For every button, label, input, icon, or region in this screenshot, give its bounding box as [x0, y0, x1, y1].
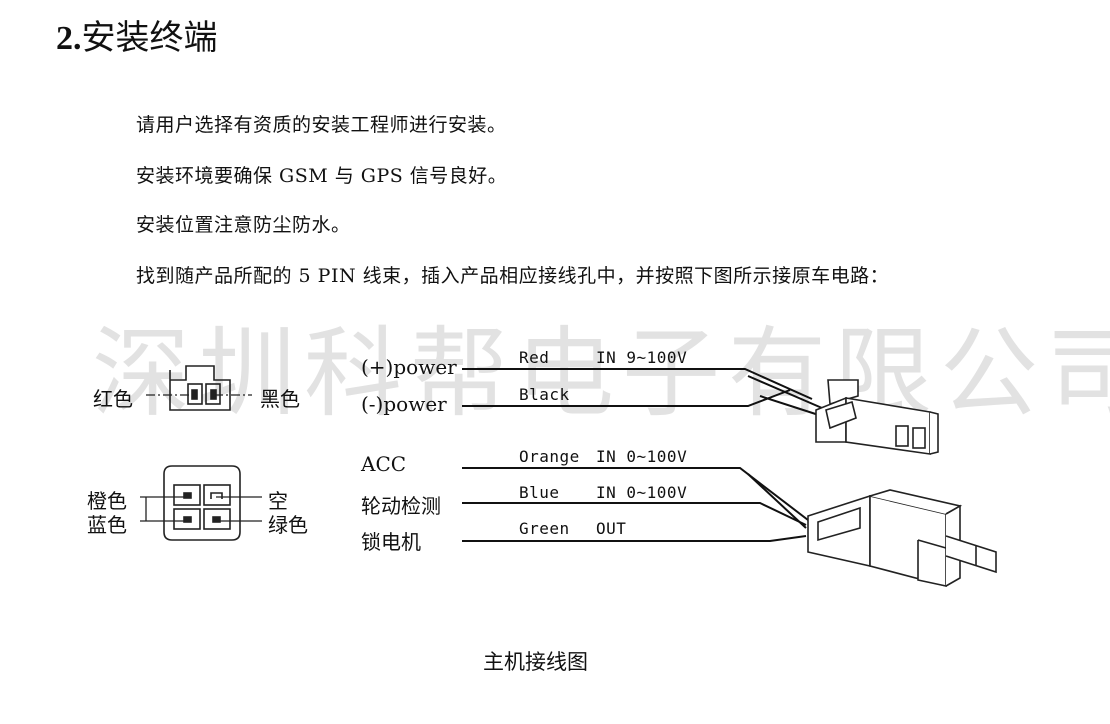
power-connector-face — [169, 365, 231, 411]
negative-power-label: (-)power — [361, 392, 447, 416]
red-wire-spec: IN 9~100V — [596, 348, 688, 367]
green-wire-color: Green — [519, 519, 570, 538]
green-pin-label: 绿色 — [268, 513, 308, 537]
section-number: 2. — [56, 20, 82, 57]
red-color-label: 红色 — [93, 387, 133, 411]
power-plug — [815, 379, 939, 455]
acc-label: ACC — [361, 452, 407, 476]
instruction-line-1: 请用户选择有资质的安装工程师进行安装。 — [136, 114, 507, 136]
positive-power-label: (+)power — [361, 355, 457, 379]
blue-wire-color: Blue — [519, 483, 560, 502]
signal-wires — [462, 467, 809, 542]
blue-wire-spec: IN 0~100V — [596, 483, 688, 502]
instruction-line-2: 安装环境要确保 GSM 与 GPS 信号良好。 — [136, 165, 508, 187]
green-wire-spec: OUT — [596, 519, 627, 538]
lock-motor-label: 锁电机 — [361, 530, 421, 554]
power-wires — [462, 368, 829, 419]
red-wire-color: Red — [519, 348, 550, 367]
signal-connector-face — [163, 465, 241, 541]
orange-wire-spec: IN 0~100V — [596, 447, 688, 466]
signal-plug — [807, 489, 997, 588]
black-color-label: 黑色 — [260, 387, 300, 411]
empty-pin-label: 空 — [268, 489, 288, 513]
black-wire-color: Black — [519, 385, 570, 404]
instruction-line-4: 找到随产品所配的 5 PIN 线束，插入产品相应接线孔中，并按照下图所示接原车电… — [136, 265, 890, 287]
company-watermark: 深圳科帮电子有限公司 — [92, 317, 1110, 431]
instruction-line-3: 安装位置注意防尘防水。 — [136, 214, 351, 236]
orange-pin-label: 橙色 — [87, 489, 127, 513]
wheel-detect-label: 轮动检测 — [361, 494, 441, 518]
diagram-caption: 主机接线图 — [483, 650, 588, 674]
blue-pin-label: 蓝色 — [87, 513, 127, 537]
section-title: 安装终端 — [81, 18, 218, 58]
section-heading: 2.安装终端 — [56, 14, 218, 63]
orange-wire-color: Orange — [519, 447, 580, 466]
signal-leader-lines — [140, 496, 262, 522]
